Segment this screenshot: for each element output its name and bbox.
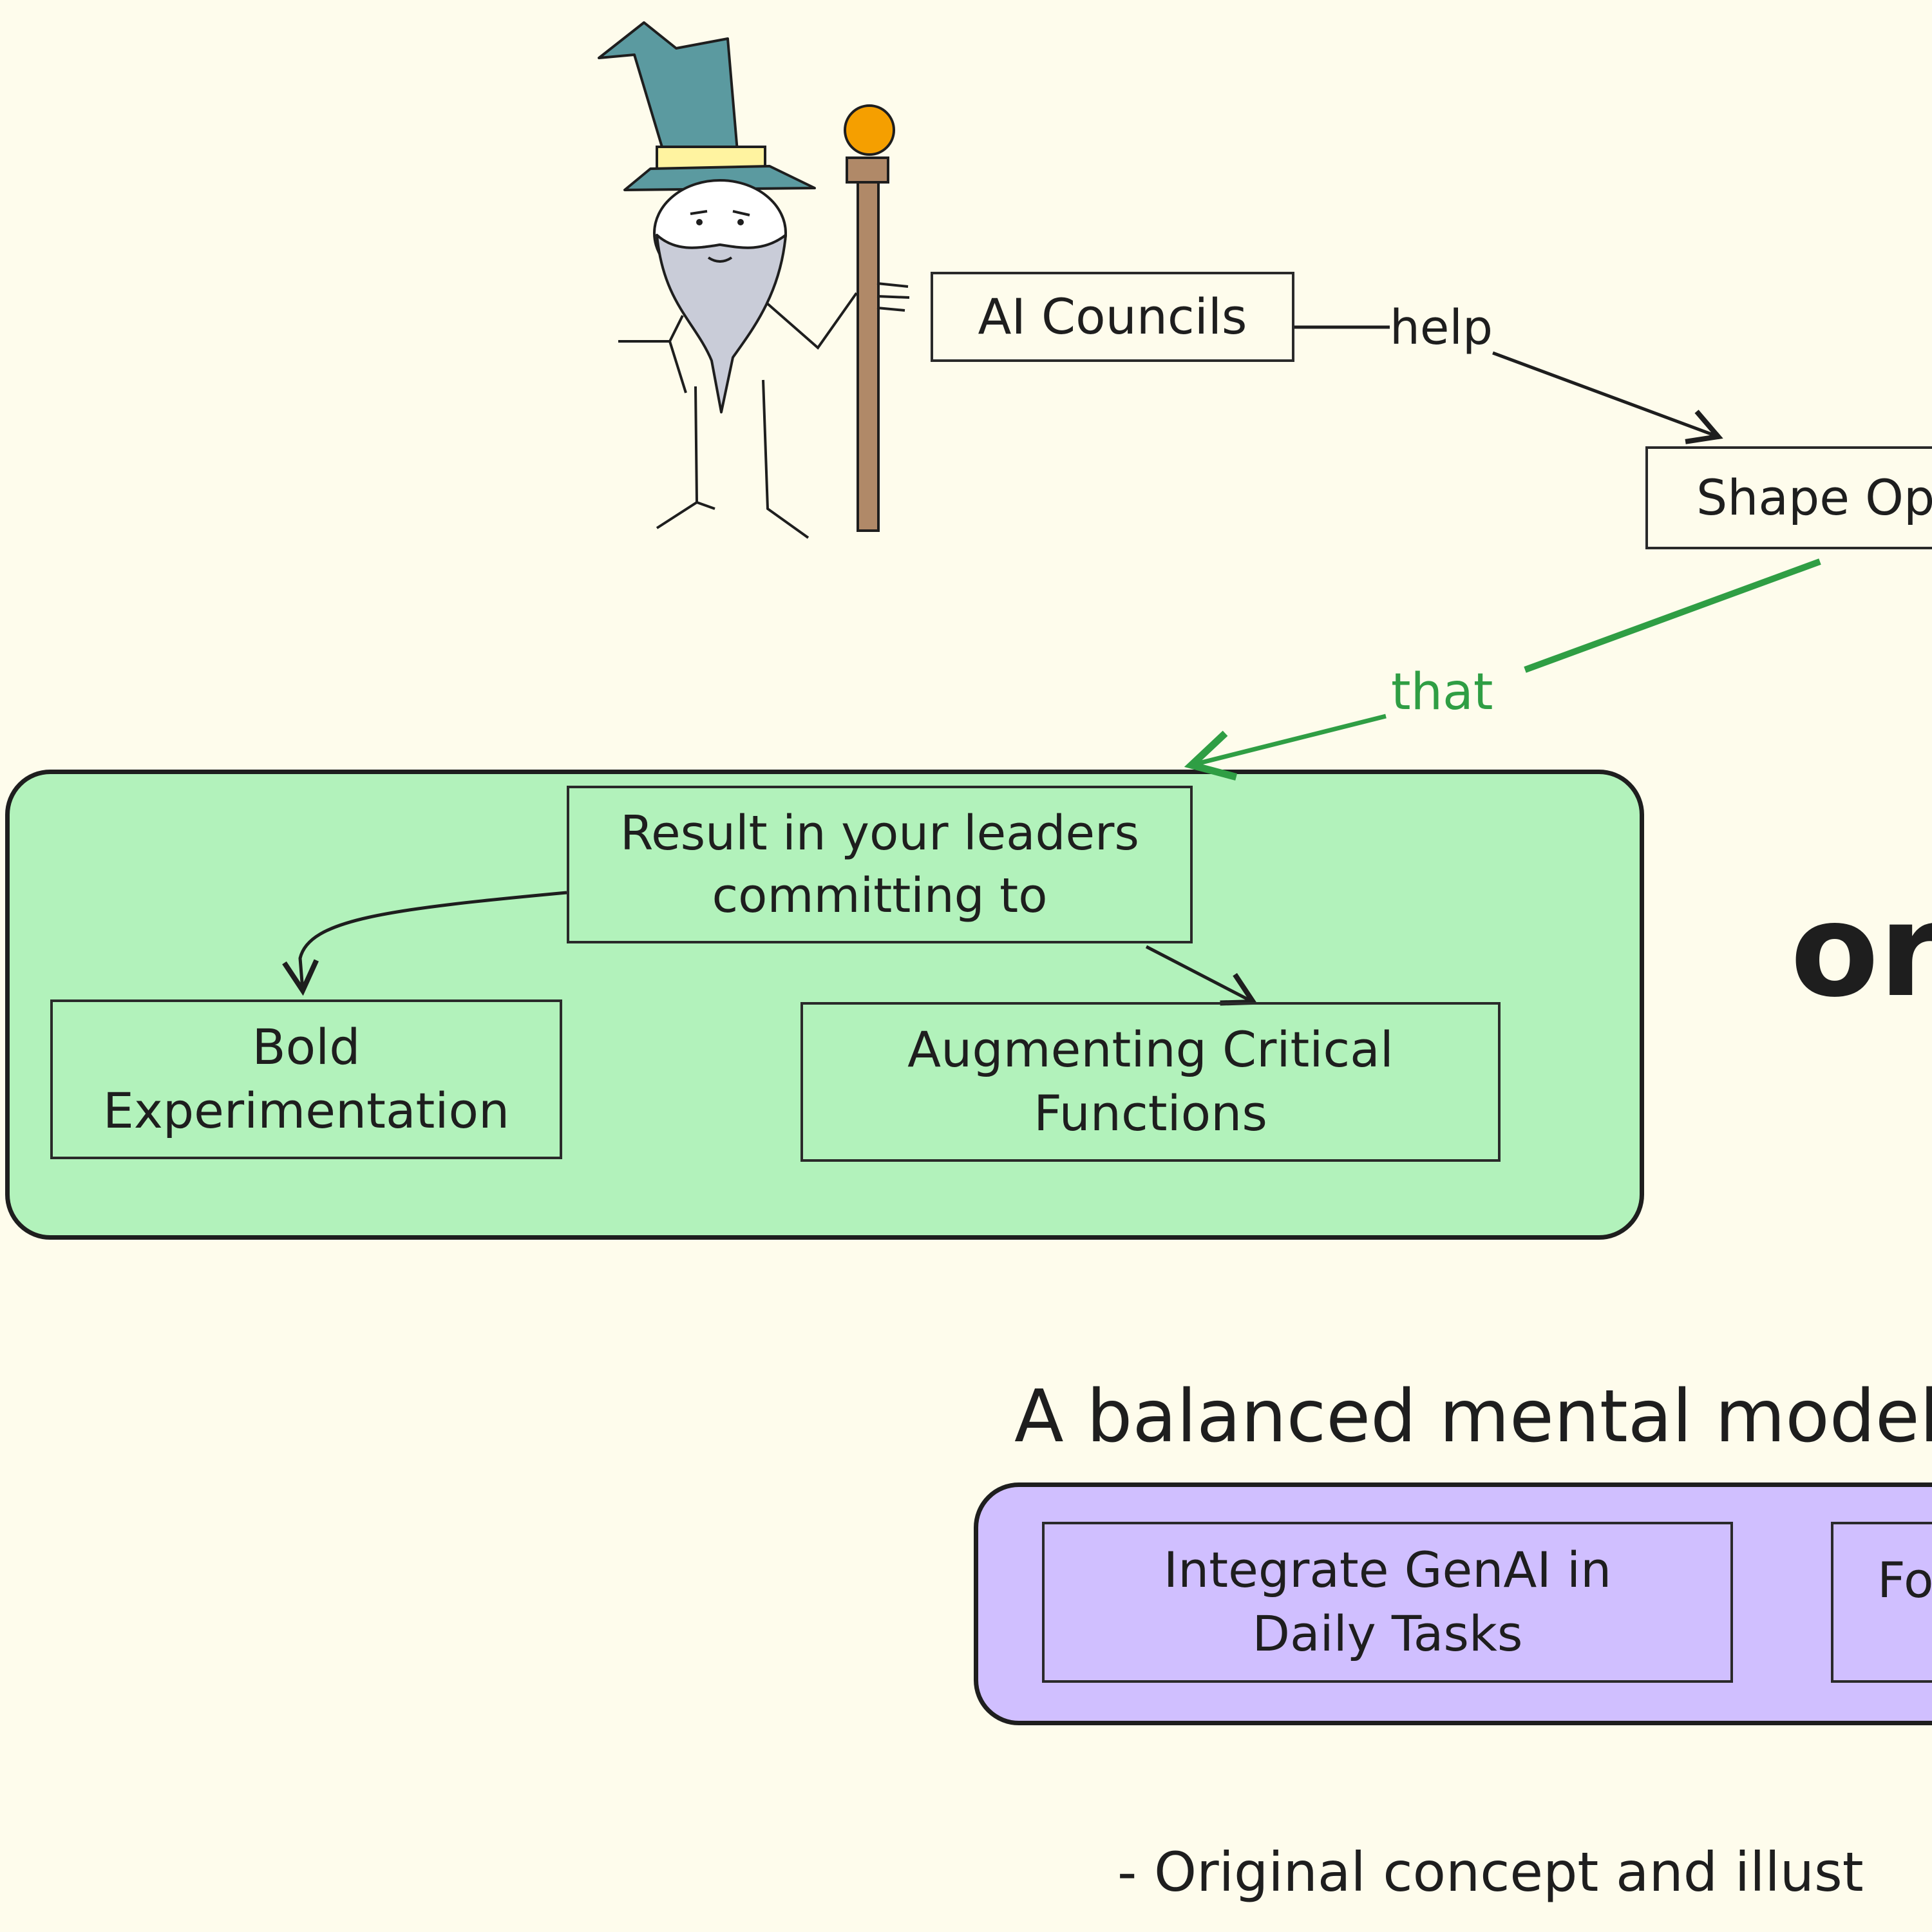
ai-councils-label: AI Councils — [978, 287, 1247, 345]
result-label: Result in your leaders committing to — [620, 806, 1139, 923]
result-to-bold-arrow — [282, 891, 567, 996]
partial-fo-box: Fo — [1831, 1522, 1932, 1683]
partial-fo-label: Fo — [1877, 1551, 1932, 1609]
ai-councils-box: AI Councils — [931, 272, 1294, 362]
that-arrow-segment-1 — [1524, 558, 1821, 673]
help-label: help — [1390, 300, 1493, 355]
help-arrow-segment-2 — [1492, 351, 1723, 444]
result-to-augmenting-arrow — [1145, 945, 1258, 1006]
that-arrow-segment-2 — [1184, 714, 1387, 781]
footer-credit: - Original concept and illust — [1117, 1841, 1864, 1904]
shape-op-label: Shape Op — [1696, 468, 1932, 526]
bold-experimentation-box: Bold Experimentation — [50, 999, 562, 1159]
balanced-mental-model-heading: A balanced mental model f — [1014, 1375, 1932, 1459]
augmenting-critical-functions-box: Augmenting Critical Functions — [800, 1002, 1501, 1162]
result-box: Result in your leaders committing to — [567, 786, 1193, 943]
integrate-genai-label: Integrate GenAI in Daily Tasks — [1163, 1541, 1612, 1662]
that-label: that — [1391, 663, 1493, 721]
large-partial-text: or — [1790, 876, 1932, 1026]
shape-op-box: Shape Op — [1645, 446, 1932, 549]
bold-experimentation-label: Bold Experimentation — [102, 1018, 510, 1139]
augmenting-critical-functions-label: Augmenting Critical Functions — [907, 1021, 1394, 1142]
integrate-genai-box: Integrate GenAI in Daily Tasks — [1042, 1522, 1733, 1683]
